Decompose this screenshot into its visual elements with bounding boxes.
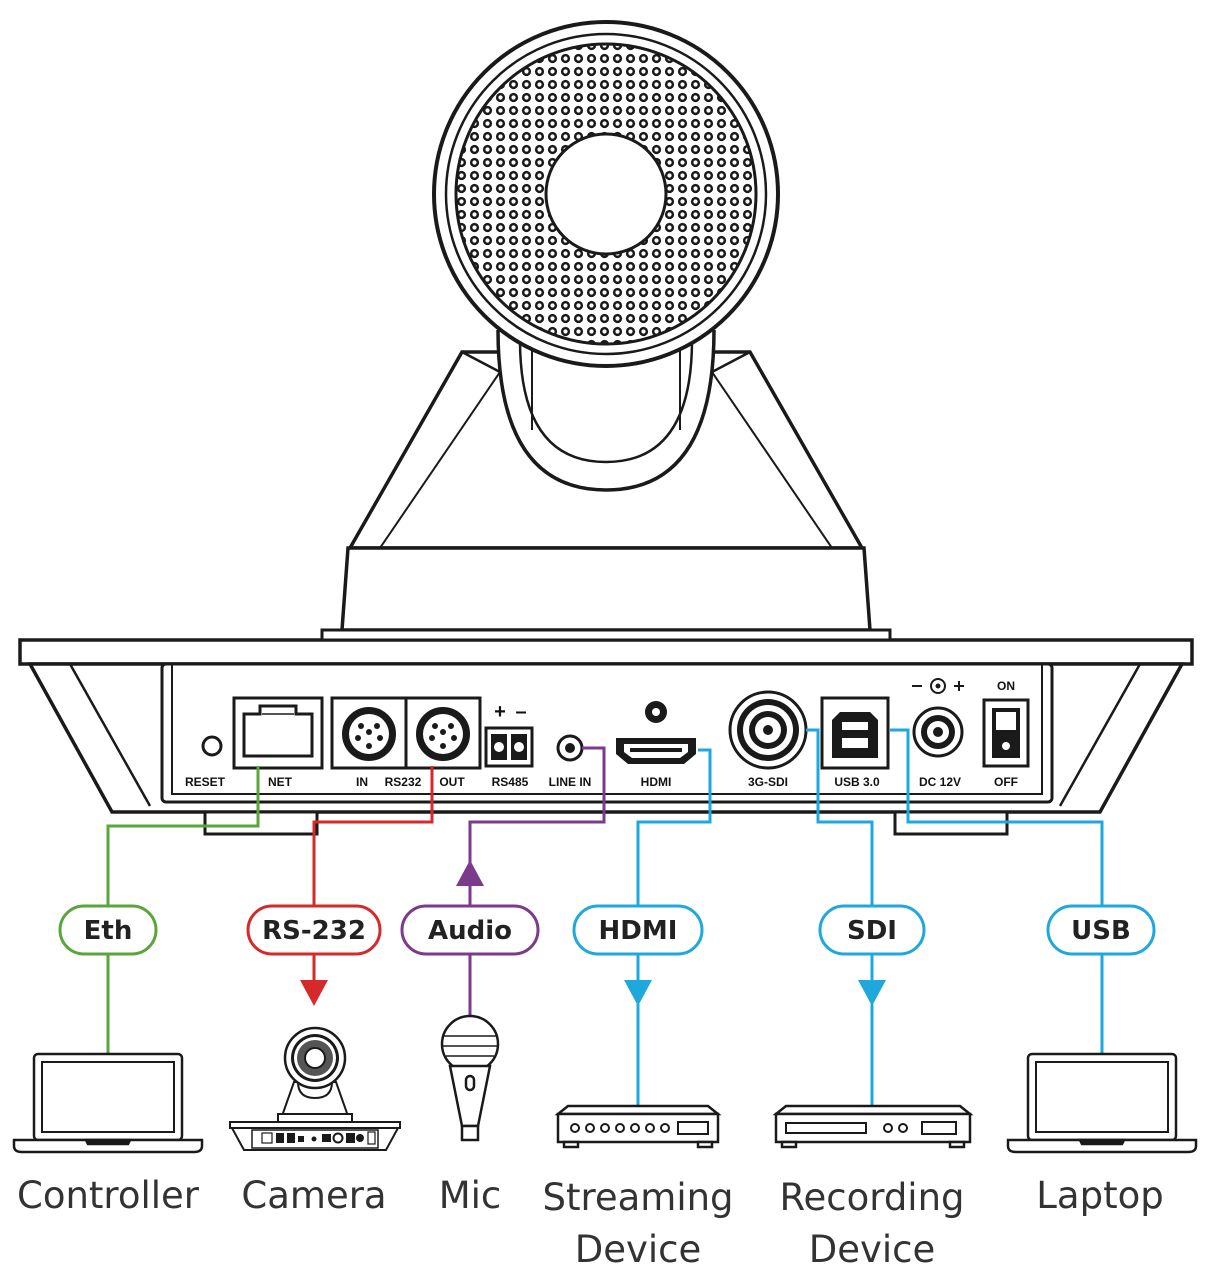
sdi-label: 3G-SDI bbox=[748, 775, 788, 789]
rs232-cable bbox=[312, 766, 434, 980]
recording-label-line2: Device bbox=[809, 1228, 936, 1271]
hdmi-port[interactable] bbox=[616, 701, 696, 764]
pill-audio: Audio bbox=[400, 904, 540, 956]
audio-cable bbox=[468, 746, 606, 1016]
back-panel-ports bbox=[201, 678, 1030, 770]
pill-eth: Eth bbox=[58, 904, 158, 956]
sdi-cable bbox=[806, 728, 874, 980]
rs232-in-label: IN bbox=[356, 775, 368, 789]
reset-button[interactable] bbox=[201, 735, 223, 757]
rs232-out-port[interactable] bbox=[404, 696, 482, 770]
reset-label: RESET bbox=[185, 775, 226, 789]
eth-label: Eth bbox=[84, 916, 133, 946]
laptop-label: Laptop bbox=[1036, 1174, 1163, 1217]
controller-label: Controller bbox=[17, 1174, 200, 1217]
streaming-label-line2: Device bbox=[575, 1228, 702, 1271]
streaming-label-line1: Streaming bbox=[542, 1176, 733, 1219]
rs485-label: RS485 bbox=[492, 775, 529, 789]
laptop-icon bbox=[1006, 1052, 1198, 1154]
dc-label: DC 12V bbox=[919, 775, 961, 789]
sdi-port[interactable] bbox=[728, 690, 808, 770]
usb-connection-label: USB bbox=[1071, 916, 1131, 946]
controller-laptop-icon bbox=[12, 1052, 204, 1154]
rs485-plus-label: + bbox=[494, 701, 506, 723]
audio-arrow-up bbox=[456, 860, 484, 886]
line-in-label: LINE IN bbox=[549, 775, 592, 789]
rs485-port[interactable] bbox=[484, 726, 534, 768]
line-in-port[interactable] bbox=[556, 734, 584, 762]
rs232-connection-label: RS-232 bbox=[262, 916, 366, 946]
rs232-arrow-down bbox=[300, 980, 328, 1006]
usb-port[interactable] bbox=[820, 696, 890, 770]
sdi-arrow-down bbox=[858, 980, 886, 1006]
rs232-in-port[interactable] bbox=[330, 696, 408, 770]
device-labels: Controller Camera Mic Streaming Device R… bbox=[17, 1174, 1164, 1271]
rs232-out-label: OUT bbox=[439, 775, 465, 789]
switch-on-label: ON bbox=[997, 679, 1015, 693]
pill-rs232: RS-232 bbox=[246, 904, 382, 956]
recording-device-icon bbox=[772, 1104, 974, 1149]
mic-icon bbox=[440, 1014, 500, 1142]
camera-icon bbox=[229, 1026, 401, 1151]
hdmi-cable bbox=[636, 748, 712, 980]
audio-label: Audio bbox=[428, 916, 512, 946]
rs485-minus-label: – bbox=[515, 701, 526, 723]
mic-label: Mic bbox=[439, 1174, 502, 1217]
hdmi-label: HDMI bbox=[641, 775, 672, 789]
pill-hdmi: HDMI bbox=[572, 904, 704, 956]
usb-cable bbox=[890, 728, 1104, 1054]
recording-label-line1: Recording bbox=[779, 1176, 964, 1219]
dc-port[interactable] bbox=[912, 678, 964, 758]
power-switch[interactable] bbox=[982, 698, 1030, 768]
net-label: NET bbox=[268, 775, 293, 789]
sdi-connection-label: SDI bbox=[847, 916, 897, 946]
port-labels: RESET NET IN RS232 OUT + – RS485 LINE IN… bbox=[185, 679, 1018, 789]
hdmi-arrow-down bbox=[624, 980, 652, 1006]
camera-label: Camera bbox=[241, 1174, 386, 1217]
usb-label: USB 3.0 bbox=[834, 775, 880, 789]
pill-usb: USB bbox=[1046, 904, 1156, 956]
net-port[interactable] bbox=[232, 696, 324, 770]
pill-sdi: SDI bbox=[818, 904, 926, 956]
hdmi-connection-label: HDMI bbox=[599, 916, 678, 946]
streaming-device-icon bbox=[554, 1104, 722, 1149]
rs232-label: RS232 bbox=[385, 775, 422, 789]
switch-off-label: OFF bbox=[994, 775, 1018, 789]
